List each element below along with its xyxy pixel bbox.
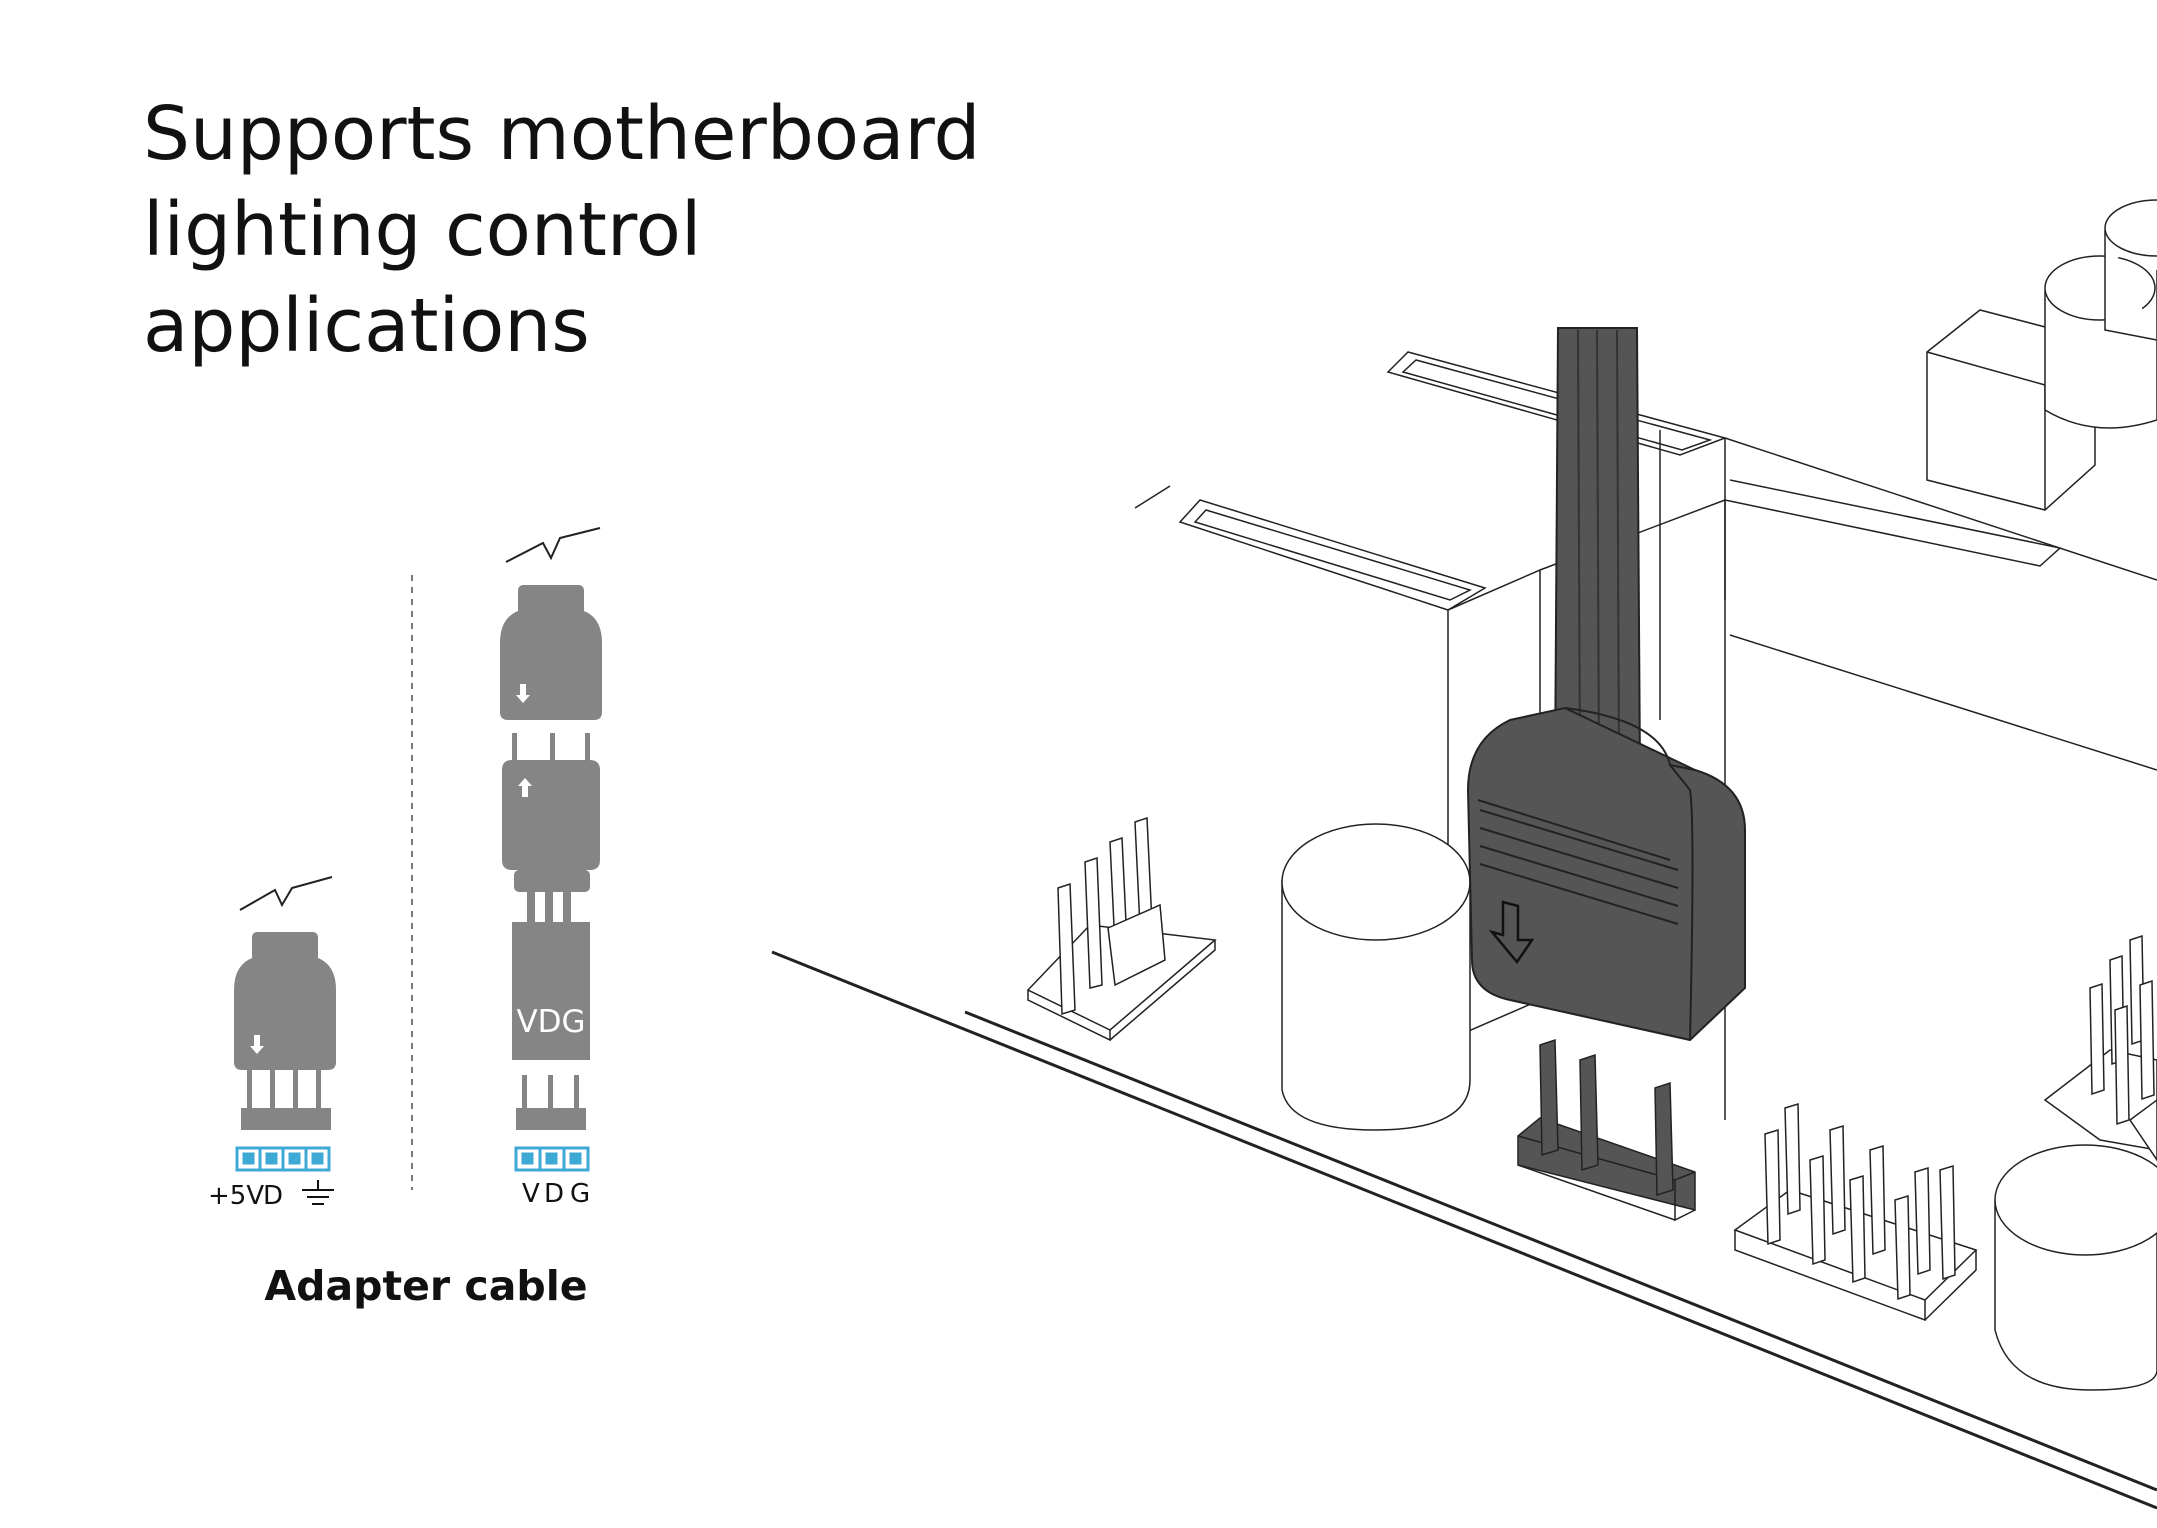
cable-break-icon <box>239 876 333 911</box>
cable-break-icon <box>505 527 601 563</box>
headline: Supports motherboard lighting control ap… <box>143 86 1103 374</box>
down-arrow-icon <box>1488 900 1535 965</box>
capacitor-small-top <box>2044 255 2157 429</box>
pin-header-white-right <box>2043 934 2157 1162</box>
rgb-plug <box>1466 327 1746 1042</box>
headline-line-2: lighting control <box>143 187 702 273</box>
down-arrow-icon <box>250 1035 264 1054</box>
ground-icon <box>302 1180 334 1205</box>
caption: Adapter cable <box>264 1262 587 1310</box>
pin-header-4 <box>235 1146 331 1172</box>
motherboard <box>771 199 2157 1510</box>
pin-label-d2: D <box>544 1179 564 1209</box>
headline-line-1: Supports motherboard <box>143 91 981 177</box>
board-edge-inner <box>964 1010 2157 1492</box>
pin-label-g: G <box>570 1179 590 1209</box>
adapter-3pin: VDG V D G <box>500 527 602 1209</box>
pin-header-dark <box>1517 1038 1696 1222</box>
up-arrow-icon <box>518 778 532 797</box>
pin-label-v: V <box>522 1179 540 1209</box>
capacitor-bottom-right <box>1994 1144 2157 1391</box>
pin-label-d: D <box>263 1181 283 1211</box>
connector-body-label: VDG <box>516 1004 585 1040</box>
pin-header-white-front <box>1733 1102 1978 1322</box>
down-arrow-icon <box>516 684 530 703</box>
capacitor-small-top-2 <box>2104 199 2157 341</box>
board-edge-outer <box>771 950 2157 1510</box>
pin-header-white-left <box>1026 816 1217 1042</box>
memory-slot-2 <box>1178 499 1487 611</box>
headline-line-3: applications <box>143 283 590 369</box>
pin-label-5v: +5V <box>208 1181 264 1211</box>
capacitor-large <box>1281 823 1471 1131</box>
connector-4pin: +5V D <box>208 876 336 1211</box>
pin-header-3 <box>514 1146 590 1172</box>
